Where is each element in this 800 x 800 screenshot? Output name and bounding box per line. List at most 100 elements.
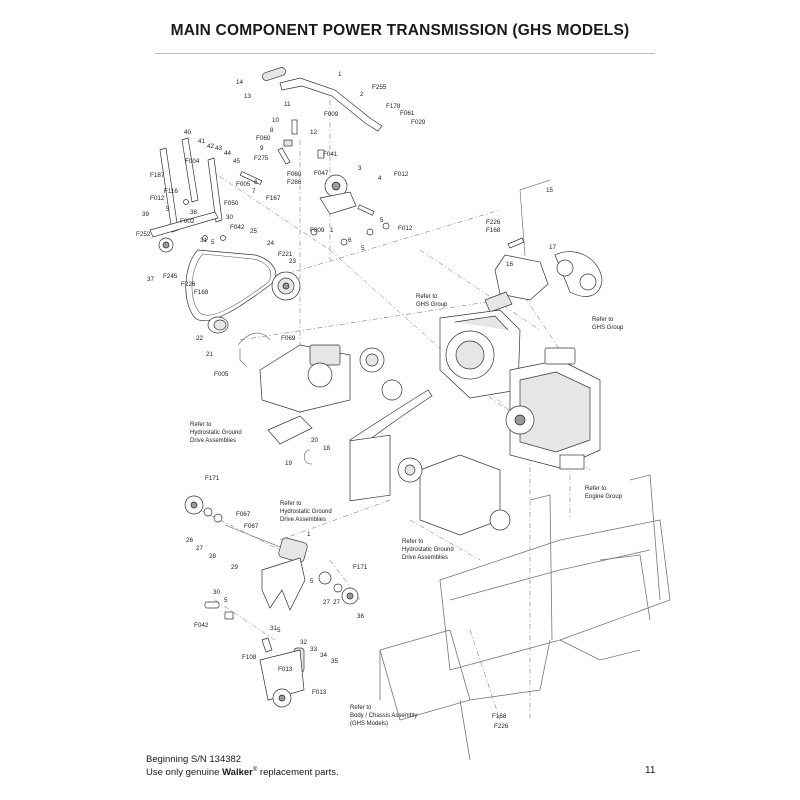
callout-5-mid: 5: [361, 245, 365, 252]
callout-32: 32: [300, 639, 308, 646]
engine: [505, 347, 601, 470]
callout-F168-left: F168: [194, 289, 209, 296]
hydrostatic-pump-upper: [259, 344, 433, 465]
callout-F012-left: F012: [150, 195, 165, 202]
callout-F275: F275: [254, 155, 269, 162]
ref-hydro-1-line1: Refer to: [190, 422, 212, 428]
callout-F013-a: F013: [278, 666, 293, 673]
callout-5-right: 5: [380, 217, 384, 224]
callout-10: 10: [272, 117, 280, 124]
callout-29: 29: [231, 564, 239, 571]
callout-8: 8: [270, 127, 274, 134]
ref-hydro-2-line1: Refer to: [280, 501, 302, 507]
callout-F178: F178: [386, 103, 401, 110]
callout-F171-bottom: F171: [353, 564, 368, 571]
callout-F042-top: F042: [230, 224, 245, 231]
callout-25: 25: [250, 228, 258, 235]
callout-43: 43: [215, 145, 223, 152]
callout-14: 14: [236, 79, 244, 86]
callout-13: 13: [244, 93, 252, 100]
callout-17: 17: [549, 244, 557, 251]
lower-shaft-assembly: [184, 495, 359, 708]
callout-F226-bottom: F226: [494, 723, 509, 730]
ref-hydro-1-line2: Hydrostatic Ground: [190, 430, 242, 436]
callout-F226-right: F226: [486, 219, 501, 226]
callout-F171-top: F171: [205, 475, 220, 482]
callout-F116: F116: [164, 188, 178, 195]
callout-F168-bottom: F168: [492, 713, 507, 720]
callout-F013-b: F013: [312, 689, 327, 696]
callout-F002: F002: [180, 218, 195, 225]
callout-F245: F245: [163, 273, 178, 280]
ref-body-line3: (GHS Models): [350, 721, 388, 727]
ref-hydro-2-line3: Drive Assemblies: [280, 517, 326, 523]
ref-body-line1: Refer to: [350, 705, 372, 711]
callout-26: 26: [186, 537, 194, 544]
callout-F047: F047: [314, 170, 329, 177]
ref-ghs-group-1-line1: Refer to: [416, 294, 438, 300]
callout-2: 2: [360, 91, 364, 98]
callout-F069: F069: [281, 335, 296, 342]
callout-F060-top: F060: [256, 135, 271, 142]
ref-hydro-2-line2: Hydrostatic Ground: [280, 509, 332, 515]
callout-1-mid: 1: [330, 227, 334, 234]
callout-44: 44: [224, 150, 232, 157]
callout-11: 11: [284, 101, 291, 108]
callout-31-bottom: 31: [270, 625, 278, 632]
callout-4: 4: [378, 175, 382, 182]
reference-notes: Refer to GHS Group Refer to GHS Group Re…: [190, 294, 624, 727]
callout-41: 41: [198, 138, 206, 145]
callout-F255: F255: [372, 84, 387, 91]
lever-assembly: [149, 137, 226, 253]
callout-F012-mid: F012: [398, 225, 413, 232]
chassis-frame: [379, 474, 671, 761]
callout-F252: F252: [136, 231, 151, 238]
callout-9: 9: [260, 145, 264, 152]
footer-note: Beginning S/N 134382 Use only genuine Wa…: [146, 754, 339, 778]
callout-F012-top: F012: [394, 171, 409, 178]
callout-F029: F029: [411, 119, 426, 126]
callout-30-top: 30: [226, 214, 234, 221]
callout-31-top: 31: [200, 237, 208, 244]
callout-F009-mid: F009: [310, 227, 325, 234]
callout-F108: F108: [242, 654, 257, 661]
callout-30-bottom: 30: [213, 589, 221, 596]
callout-F286: F286: [287, 179, 302, 186]
registered-mark: ®: [252, 767, 258, 773]
callout-5-lever: 5: [211, 239, 215, 246]
ref-hydro-3-line2: Hydrostatic Ground: [402, 547, 454, 553]
callout-labels: 1 F255 14 13 2 F178 F061 F029 11 F009 10…: [136, 71, 557, 730]
callout-F060-mid: F060: [287, 171, 302, 178]
callout-F226-left: F226: [181, 281, 196, 288]
footer-genuine-parts: Use only genuine Walker® replacement par…: [146, 765, 339, 778]
callout-F067-b: F067: [244, 523, 259, 530]
callout-23: 23: [289, 258, 297, 265]
callout-7: 7: [252, 188, 256, 195]
callout-F061: F061: [400, 110, 415, 117]
footer-note-prefix: Use only genuine: [146, 767, 223, 779]
ref-body-line2: Body / Chassis Assembly: [350, 713, 417, 719]
callout-F042-bottom: F042: [194, 622, 209, 629]
callout-37: 37: [147, 276, 155, 283]
transmission-housing: [439, 309, 521, 399]
callout-22: 22: [196, 335, 204, 342]
footer-note-suffix: replacement parts.: [257, 767, 339, 779]
callout-F067-a: F067: [236, 511, 251, 518]
callout-6-top: 6: [254, 179, 258, 186]
callout-15: 15: [546, 187, 554, 194]
belt-and-pulleys: [185, 249, 301, 367]
ref-ghs-group-2-line2: GHS Group: [592, 325, 624, 331]
callout-F005-top: F005: [236, 181, 251, 188]
page-number: 11: [645, 765, 656, 776]
control-linkage: [239, 67, 390, 246]
callout-F041: F041: [323, 151, 338, 158]
ref-hydro-3-line3: Drive Assemblies: [402, 555, 448, 561]
callout-20: 20: [311, 437, 319, 444]
callout-1-lower: 1: [307, 531, 311, 538]
hydrostatic-pump-lower: [349, 434, 511, 536]
callout-27-c: 27: [333, 599, 341, 606]
callout-F050: F050: [224, 200, 239, 207]
callout-34: 34: [320, 652, 328, 659]
callout-27-b: 27: [323, 599, 331, 606]
callout-35: 35: [331, 658, 339, 665]
